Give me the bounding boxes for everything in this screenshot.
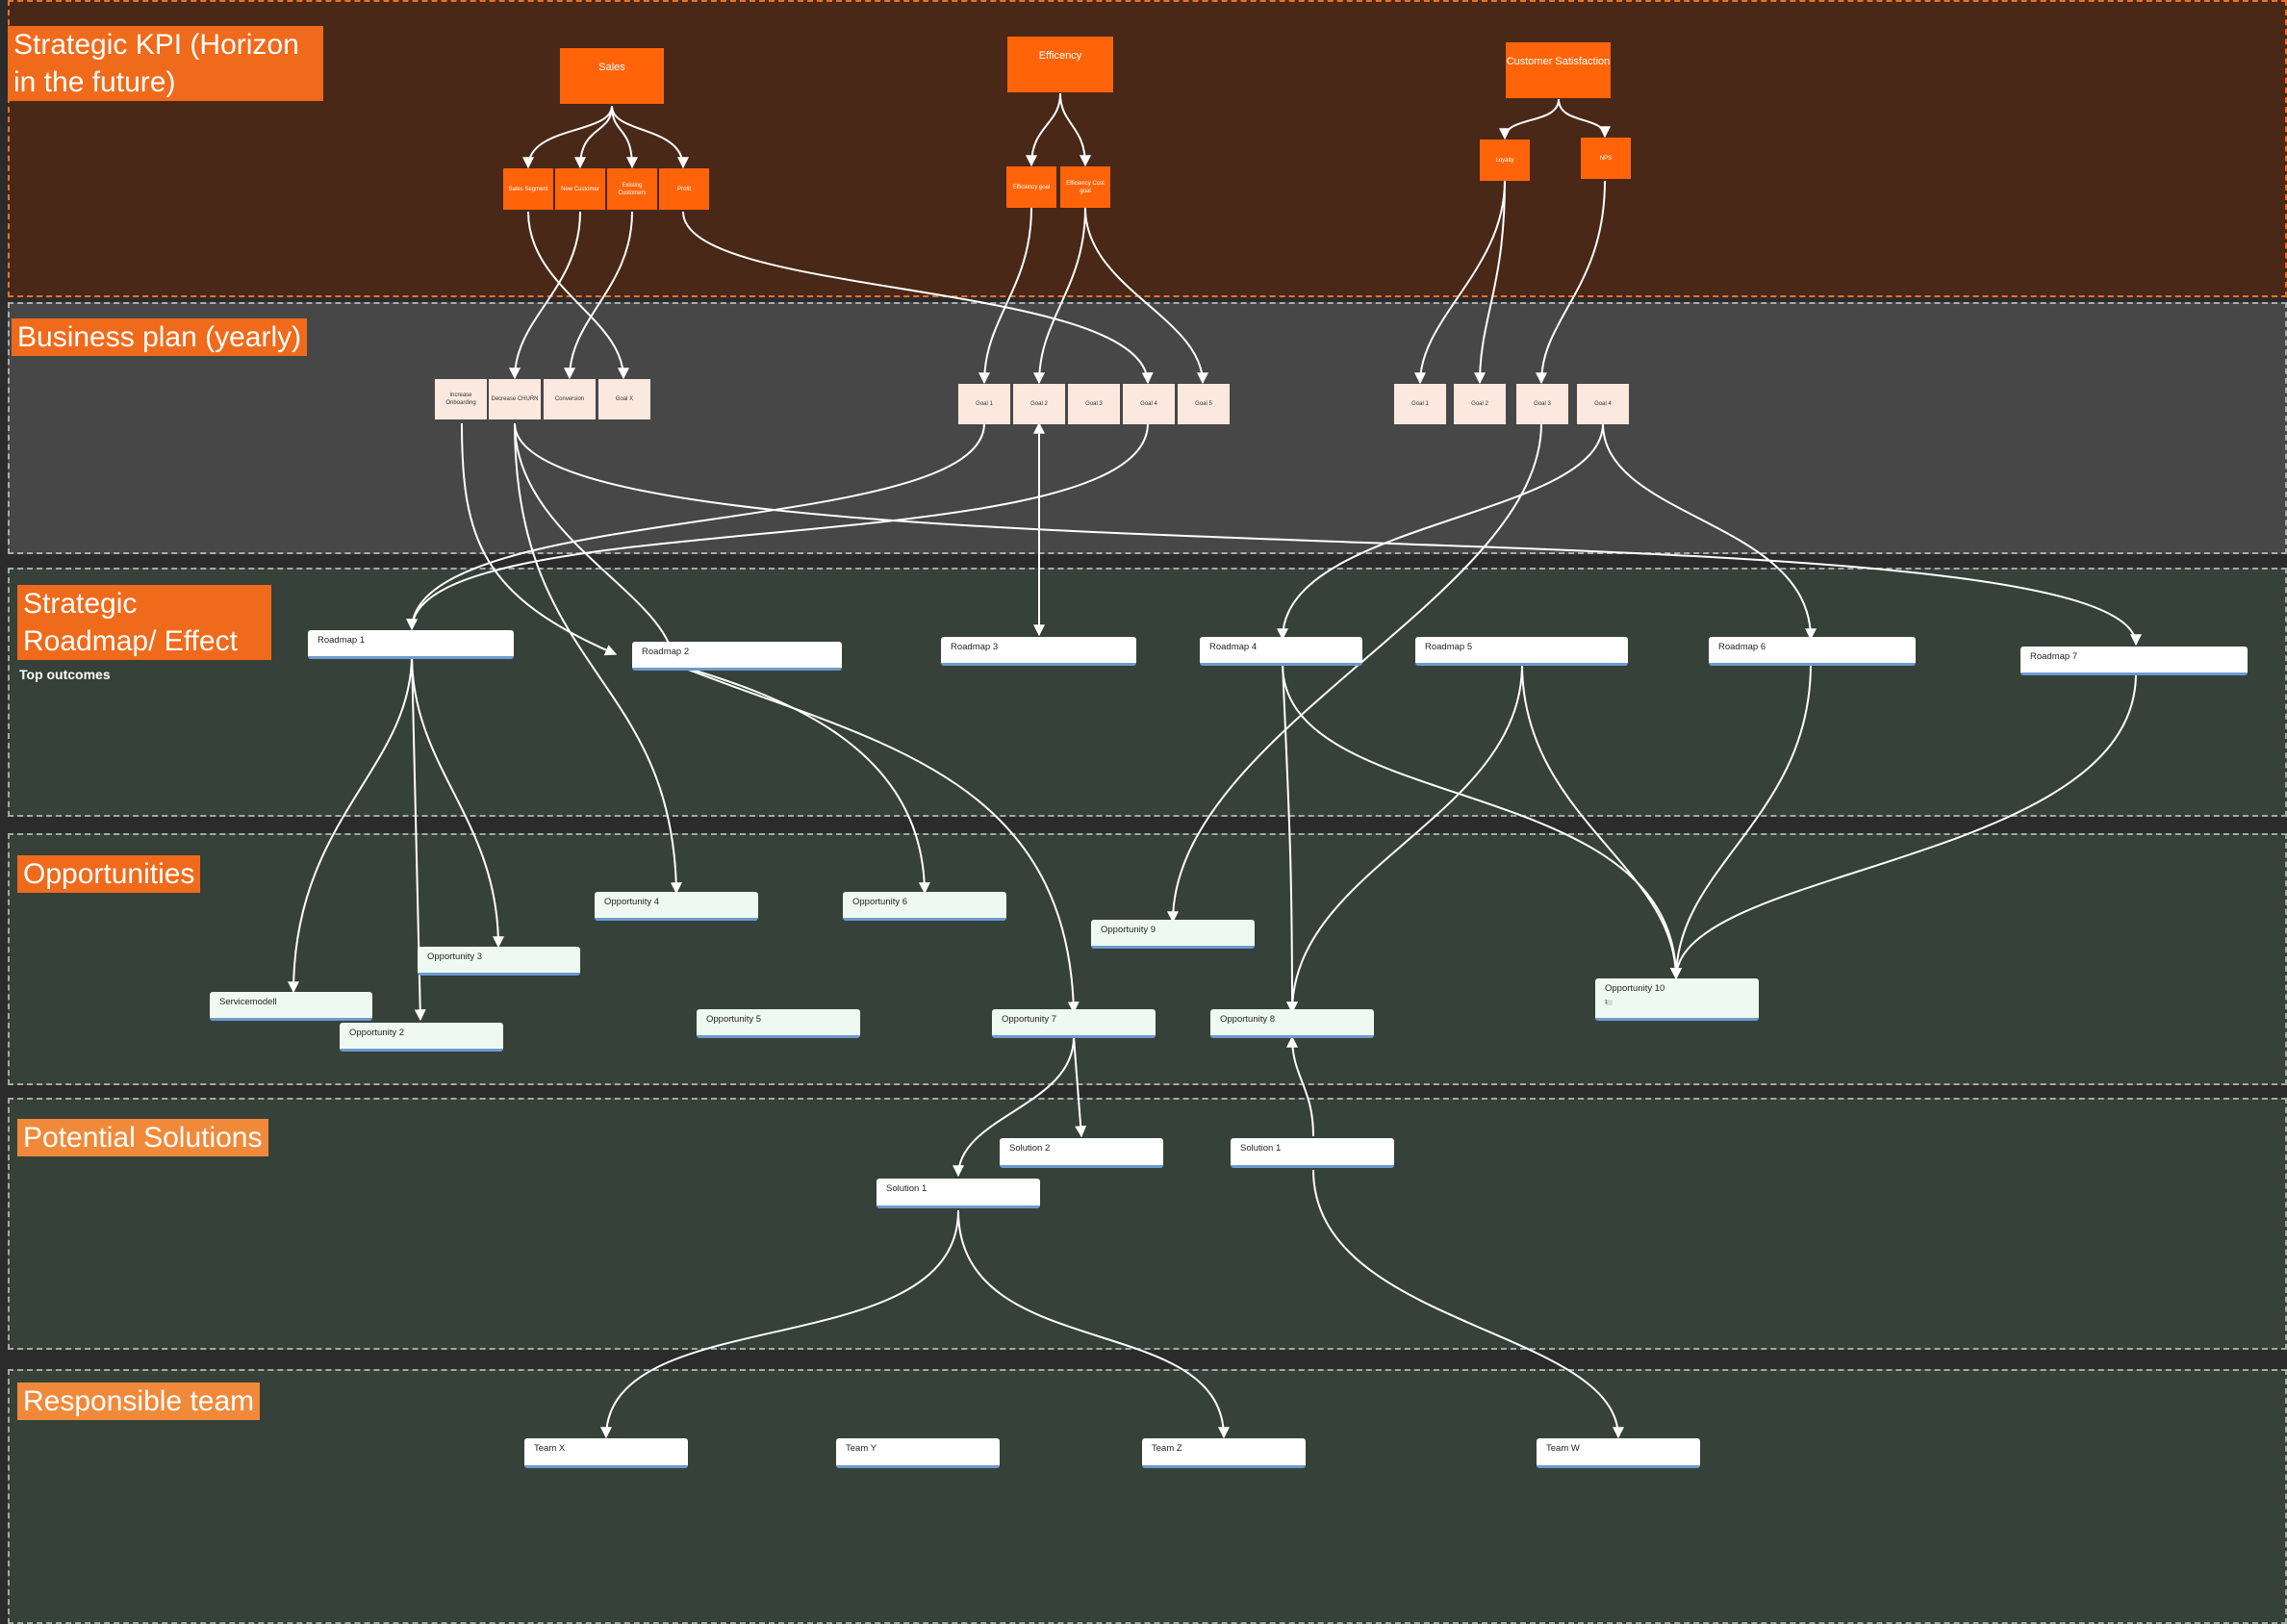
kpi-efficiency[interactable]: Efficency [1007, 37, 1113, 92]
band-label-solutions: Potential Solutions [17, 1119, 268, 1156]
roadmap-card[interactable]: Roadmap 3 [941, 637, 1136, 666]
kpi-sales[interactable]: Sales [560, 48, 664, 104]
roadmap-card[interactable]: Roadmap 7 [2020, 647, 2248, 675]
kpi-sub-new-customer[interactable]: New Customer [555, 168, 605, 210]
opportunity-card[interactable]: Opportunity 7 [992, 1009, 1156, 1038]
opportunity-card[interactable]: Opportunity 9 [1091, 920, 1255, 949]
bp-efficiency-goal[interactable]: Goal 3 [1068, 384, 1120, 424]
bp-efficiency-goal[interactable]: Goal 4 [1123, 384, 1175, 424]
bp-customer-goal[interactable]: Goal 1 [1394, 384, 1446, 424]
roadmap-card[interactable]: Roadmap 1 [308, 630, 514, 659]
opportunity-card[interactable]: Opportunity 6 [843, 892, 1006, 921]
kpi-sub-efficiency-cost-goal[interactable]: Efficiency Cost goal [1060, 166, 1110, 208]
opportunity-card[interactable]: Opportunity 5 [697, 1009, 860, 1038]
bp-sales-goal[interactable]: Conversion [544, 379, 596, 419]
band-label-roadmap: Strategic Roadmap/ Effect [17, 585, 271, 660]
kpi-sub-efficiency-goal[interactable]: Efficiency goal [1006, 166, 1056, 208]
kpi-sub-loyalty[interactable]: Loyalty [1480, 140, 1530, 181]
band-strategic-kpi [8, 0, 2287, 297]
bp-efficiency-goal[interactable]: Goal 2 [1013, 384, 1065, 424]
bp-customer-goal[interactable]: Goal 2 [1454, 384, 1506, 424]
opportunity-card[interactable]: Opportunity 8 [1210, 1009, 1374, 1038]
roadmap-card[interactable]: Roadmap 2 [632, 642, 842, 671]
band-label-kpi: Strategic KPI (Horizon in the future) [8, 26, 323, 101]
opportunity-card[interactable]: Opportunity 2 [340, 1023, 503, 1052]
kpi-sub-sales-segment[interactable]: Sales Segment [503, 168, 553, 210]
bp-customer-goal[interactable]: Goal 3 [1516, 384, 1568, 424]
bp-sales-goal[interactable]: Increase Onboarding [435, 379, 487, 419]
band-responsible-team [8, 1369, 2287, 1624]
roadmap-card[interactable]: Roadmap 6 [1709, 637, 1916, 666]
kpi-sub-profit[interactable]: Profit [659, 168, 709, 210]
comment-badge-icon[interactable]: 1 [1605, 1000, 1613, 1005]
roadmap-card[interactable]: Roadmap 4 [1200, 637, 1362, 666]
solution-card[interactable]: Solution 2 [1000, 1138, 1163, 1168]
bp-customer-goal[interactable]: Goal 4 [1577, 384, 1629, 424]
opportunity-card-10[interactable]: Opportunity 10 1 [1595, 978, 1759, 1021]
team-card[interactable]: Team W [1537, 1438, 1700, 1468]
band-strategic-roadmap [8, 568, 2287, 817]
bp-sales-goal[interactable]: Decrease CHURN [489, 379, 541, 419]
team-card[interactable]: Team Y [836, 1438, 1000, 1468]
bp-sales-goal[interactable]: Goal X [598, 379, 650, 419]
kpi-sub-existing-customers[interactable]: Existing Customers [607, 168, 657, 210]
bp-efficiency-goal[interactable]: Goal 5 [1178, 384, 1230, 424]
roadmap-card[interactable]: Roadmap 5 [1415, 637, 1628, 666]
kpi-customer-satisfaction[interactable]: Customer Satisfaction [1506, 42, 1611, 98]
solution-card[interactable]: Solution 1 [1231, 1138, 1394, 1168]
band-label-business-plan: Business plan (yearly) [12, 318, 308, 356]
bp-efficiency-goal[interactable]: Goal 1 [958, 384, 1010, 424]
opportunity-card-servicemodell[interactable]: Servicemodell [210, 992, 372, 1021]
team-card[interactable]: Team X [524, 1438, 688, 1468]
kpi-sub-nps[interactable]: NPS [1581, 138, 1631, 179]
opportunity-card[interactable]: Opportunity 3 [418, 947, 580, 976]
opportunity-card-label: Opportunity 10 [1605, 983, 1665, 994]
opportunity-card[interactable]: Opportunity 4 [595, 892, 758, 921]
team-card[interactable]: Team Z [1142, 1438, 1306, 1468]
solution-card[interactable]: Solution 1 [877, 1179, 1040, 1208]
band-label-team: Responsible team [17, 1383, 261, 1420]
band-sublabel-top-outcomes: Top outcomes [19, 667, 111, 682]
band-label-opportunities: Opportunities [17, 855, 201, 893]
